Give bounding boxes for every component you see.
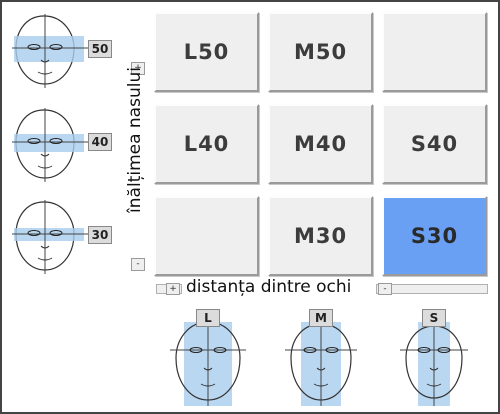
height-option-30[interactable]: 30 [88, 226, 112, 244]
grid-cell-r1-c0[interactable]: L40 [154, 104, 259, 184]
grid-cell-r1-c2[interactable]: S40 [382, 104, 487, 184]
eye-distance-plus-button[interactable]: + [166, 283, 180, 295]
face-width-m-icon[interactable] [283, 308, 359, 408]
face-width-s-icon[interactable] [398, 308, 470, 408]
grid-cell-r0-c2[interactable] [382, 12, 487, 92]
height-option-50[interactable]: 50 [88, 40, 112, 58]
grid-cell-r1-c1[interactable]: M40 [268, 104, 373, 184]
face-height-40-icon[interactable] [8, 104, 118, 186]
face-height-30-icon[interactable] [8, 196, 118, 278]
eye-distance-label: distanța dintre ochi [186, 277, 352, 297]
width-option-l[interactable]: L [196, 309, 220, 327]
grid-cell-r0-c0[interactable]: L50 [154, 12, 259, 92]
width-option-s[interactable]: S [422, 309, 446, 327]
grid-cell-r2-c0[interactable] [154, 196, 259, 276]
width-option-m[interactable]: M [309, 309, 333, 327]
nose-height-plus-button[interactable]: + [131, 62, 145, 75]
eye-distance-minus-track[interactable] [376, 284, 488, 294]
nose-height-slider[interactable] [130, 12, 146, 277]
grid-cell-r0-c1[interactable]: M50 [268, 12, 373, 92]
nose-height-minus-button[interactable]: - [131, 258, 145, 271]
nose-height-label: înălțimea nasului [125, 67, 145, 213]
grid-cell-r2-c1[interactable]: M30 [268, 196, 373, 276]
face-width-l-icon[interactable] [168, 308, 248, 408]
height-option-40[interactable]: 40 [88, 133, 112, 151]
face-height-50-icon[interactable] [8, 10, 118, 92]
grid-cell-r2-c2-selected[interactable]: S30 [382, 196, 487, 276]
eye-distance-minus-button[interactable]: - [378, 283, 392, 295]
